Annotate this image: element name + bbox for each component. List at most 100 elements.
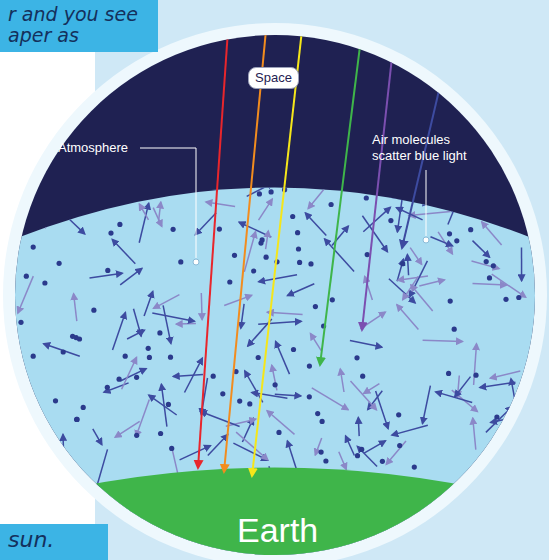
air-molecule — [323, 458, 328, 463]
air-molecule — [117, 222, 122, 227]
air-molecule — [211, 374, 216, 379]
air-molecule — [330, 297, 335, 302]
scattered-light-arrow — [521, 248, 523, 281]
air-molecule — [25, 209, 30, 214]
air-molecule — [473, 373, 478, 378]
scattered-light-arrow — [44, 344, 80, 356]
air-molecule — [134, 433, 139, 438]
scattered-light-arrow — [423, 386, 431, 424]
air-molecule — [329, 202, 334, 207]
air-molecule — [367, 183, 372, 188]
air-molecule — [516, 295, 521, 300]
air-molecule — [315, 411, 320, 416]
air-molecule — [454, 238, 459, 243]
air-molecule — [296, 246, 301, 251]
scattered-light-arrow — [357, 446, 377, 466]
scattered-light-arrow — [62, 435, 64, 454]
scattered-light-arrow — [176, 323, 196, 325]
air-molecule — [232, 253, 237, 258]
air-molecule — [24, 274, 29, 279]
leader-line — [140, 148, 196, 258]
scattered-light-arrow — [267, 312, 302, 314]
scattered-light-arrow — [115, 421, 140, 437]
earth-band: Earth — [233, 512, 322, 549]
air-molecule — [307, 364, 312, 369]
air-molecule — [111, 200, 116, 205]
scattered-light-arrow — [431, 237, 453, 246]
air-molecule — [166, 402, 171, 407]
air-molecule — [446, 371, 451, 376]
air-molecule — [319, 450, 324, 455]
scattered-light-arrow — [180, 446, 211, 460]
scattered-light-arrow — [201, 412, 240, 427]
scattered-light-arrow — [26, 433, 34, 471]
space-tag: Space — [248, 67, 299, 89]
air-molecule — [513, 465, 518, 470]
scattered-light-arrow — [201, 293, 203, 320]
scattered-light-arrow — [492, 274, 526, 297]
air-molecule — [359, 447, 364, 452]
scattered-light-arrow — [358, 418, 360, 437]
air-molecule — [31, 354, 36, 359]
scattered-light-arrow — [364, 441, 385, 453]
air-molecule — [494, 414, 499, 419]
air-molecule — [91, 308, 96, 313]
air-molecule — [146, 346, 151, 351]
scattered-light-arrow — [376, 391, 389, 429]
scattered-light-arrow — [236, 432, 268, 460]
earth-ground — [0, 468, 549, 560]
node-text: Earth — [237, 512, 318, 549]
scattered-light-arrow — [410, 261, 428, 297]
node-text: sun. — [8, 528, 100, 552]
scattered-light-arrow — [287, 441, 297, 471]
air-molecule — [57, 261, 62, 266]
scattered-light-arrow — [386, 441, 406, 464]
scattered-light-arrow — [42, 440, 53, 477]
scattered-light-arrow — [272, 365, 277, 390]
scattered-light-arrow — [122, 358, 137, 390]
scattered-light-arrow — [159, 202, 161, 221]
air-molecule — [491, 263, 496, 268]
air-molecule — [290, 214, 295, 219]
scattered-light-arrow — [139, 204, 148, 220]
scattered-light-arrow — [491, 415, 526, 422]
air-molecule — [106, 190, 111, 195]
scattered-light-arrow — [127, 330, 144, 339]
scattered-light-arrow — [60, 196, 67, 221]
scattered-light-arrow — [481, 197, 511, 218]
scattered-light-arrow — [410, 248, 421, 265]
scattered-light-arrow — [311, 334, 322, 351]
air-molecule — [503, 297, 508, 302]
scattered-light-arrow — [258, 321, 301, 324]
scattered-light-arrow — [136, 400, 149, 437]
scattered-light-arrow — [90, 273, 123, 278]
scattered-light-arrow — [486, 407, 512, 433]
air-molecule — [77, 336, 82, 341]
scattered-light-arrow — [423, 340, 463, 341]
scattered-light-arrow — [74, 294, 77, 321]
scattered-light-arrow — [259, 275, 297, 282]
air-molecule — [388, 218, 393, 223]
scattered-light-arrow — [525, 428, 534, 449]
air-molecule — [365, 252, 370, 257]
air-molecule — [117, 377, 122, 382]
scattered-light-arrow — [351, 381, 377, 410]
scattered-light-arrow — [448, 205, 456, 224]
air-molecule — [31, 245, 36, 250]
air-molecule — [297, 260, 302, 265]
scattered-light-arrow — [206, 202, 235, 207]
scattered-light-arrow — [419, 280, 444, 286]
text-panel: sun. — [0, 524, 108, 560]
scattered-light-arrow — [389, 279, 415, 303]
air-molecule — [412, 465, 417, 470]
air-molecule — [37, 411, 42, 416]
scattered-light-arrow — [241, 304, 244, 328]
leader-dot — [423, 237, 429, 243]
scattered-light-arrow — [339, 452, 346, 470]
scattered-light-arrow — [309, 157, 331, 184]
air-molecule — [24, 197, 29, 202]
air-molecule — [157, 330, 162, 335]
scattered-light-arrow — [276, 342, 290, 375]
air-molecule — [273, 382, 278, 387]
